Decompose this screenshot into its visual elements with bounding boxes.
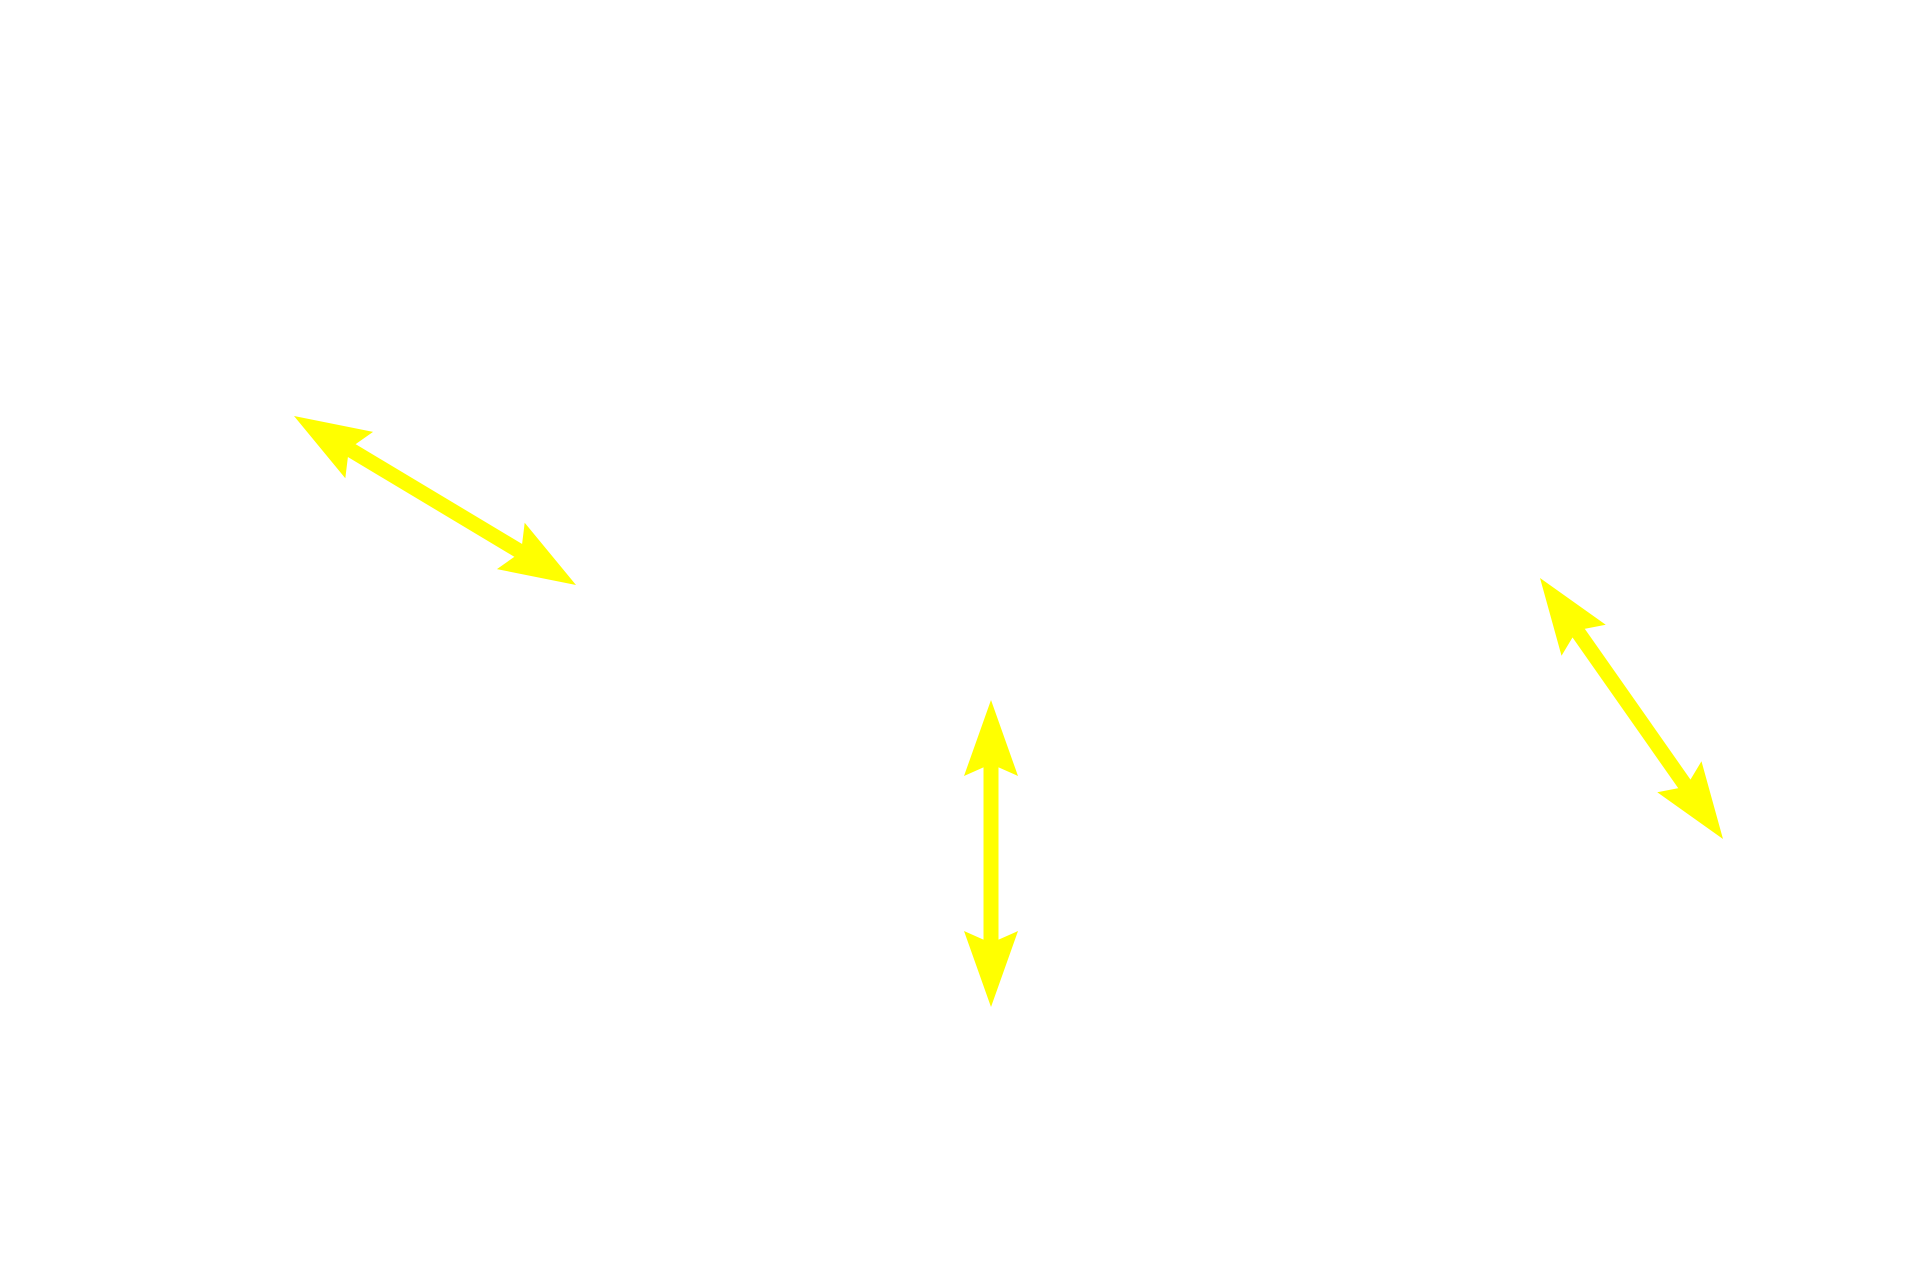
arrowhead (964, 700, 1018, 776)
double-headed-arrow-icon (294, 416, 576, 585)
arrowhead (1657, 761, 1723, 839)
arrowhead (496, 522, 576, 585)
double-headed-arrow-icon (964, 700, 1018, 1007)
arrowhead (1540, 578, 1606, 656)
arrowhead (294, 416, 374, 479)
arrow-shaft (983, 760, 999, 947)
double-headed-arrow-icon (1540, 578, 1723, 839)
arrowhead (964, 931, 1018, 1007)
arrow-shaft (341, 440, 529, 561)
arrow-shaft (1568, 622, 1695, 795)
